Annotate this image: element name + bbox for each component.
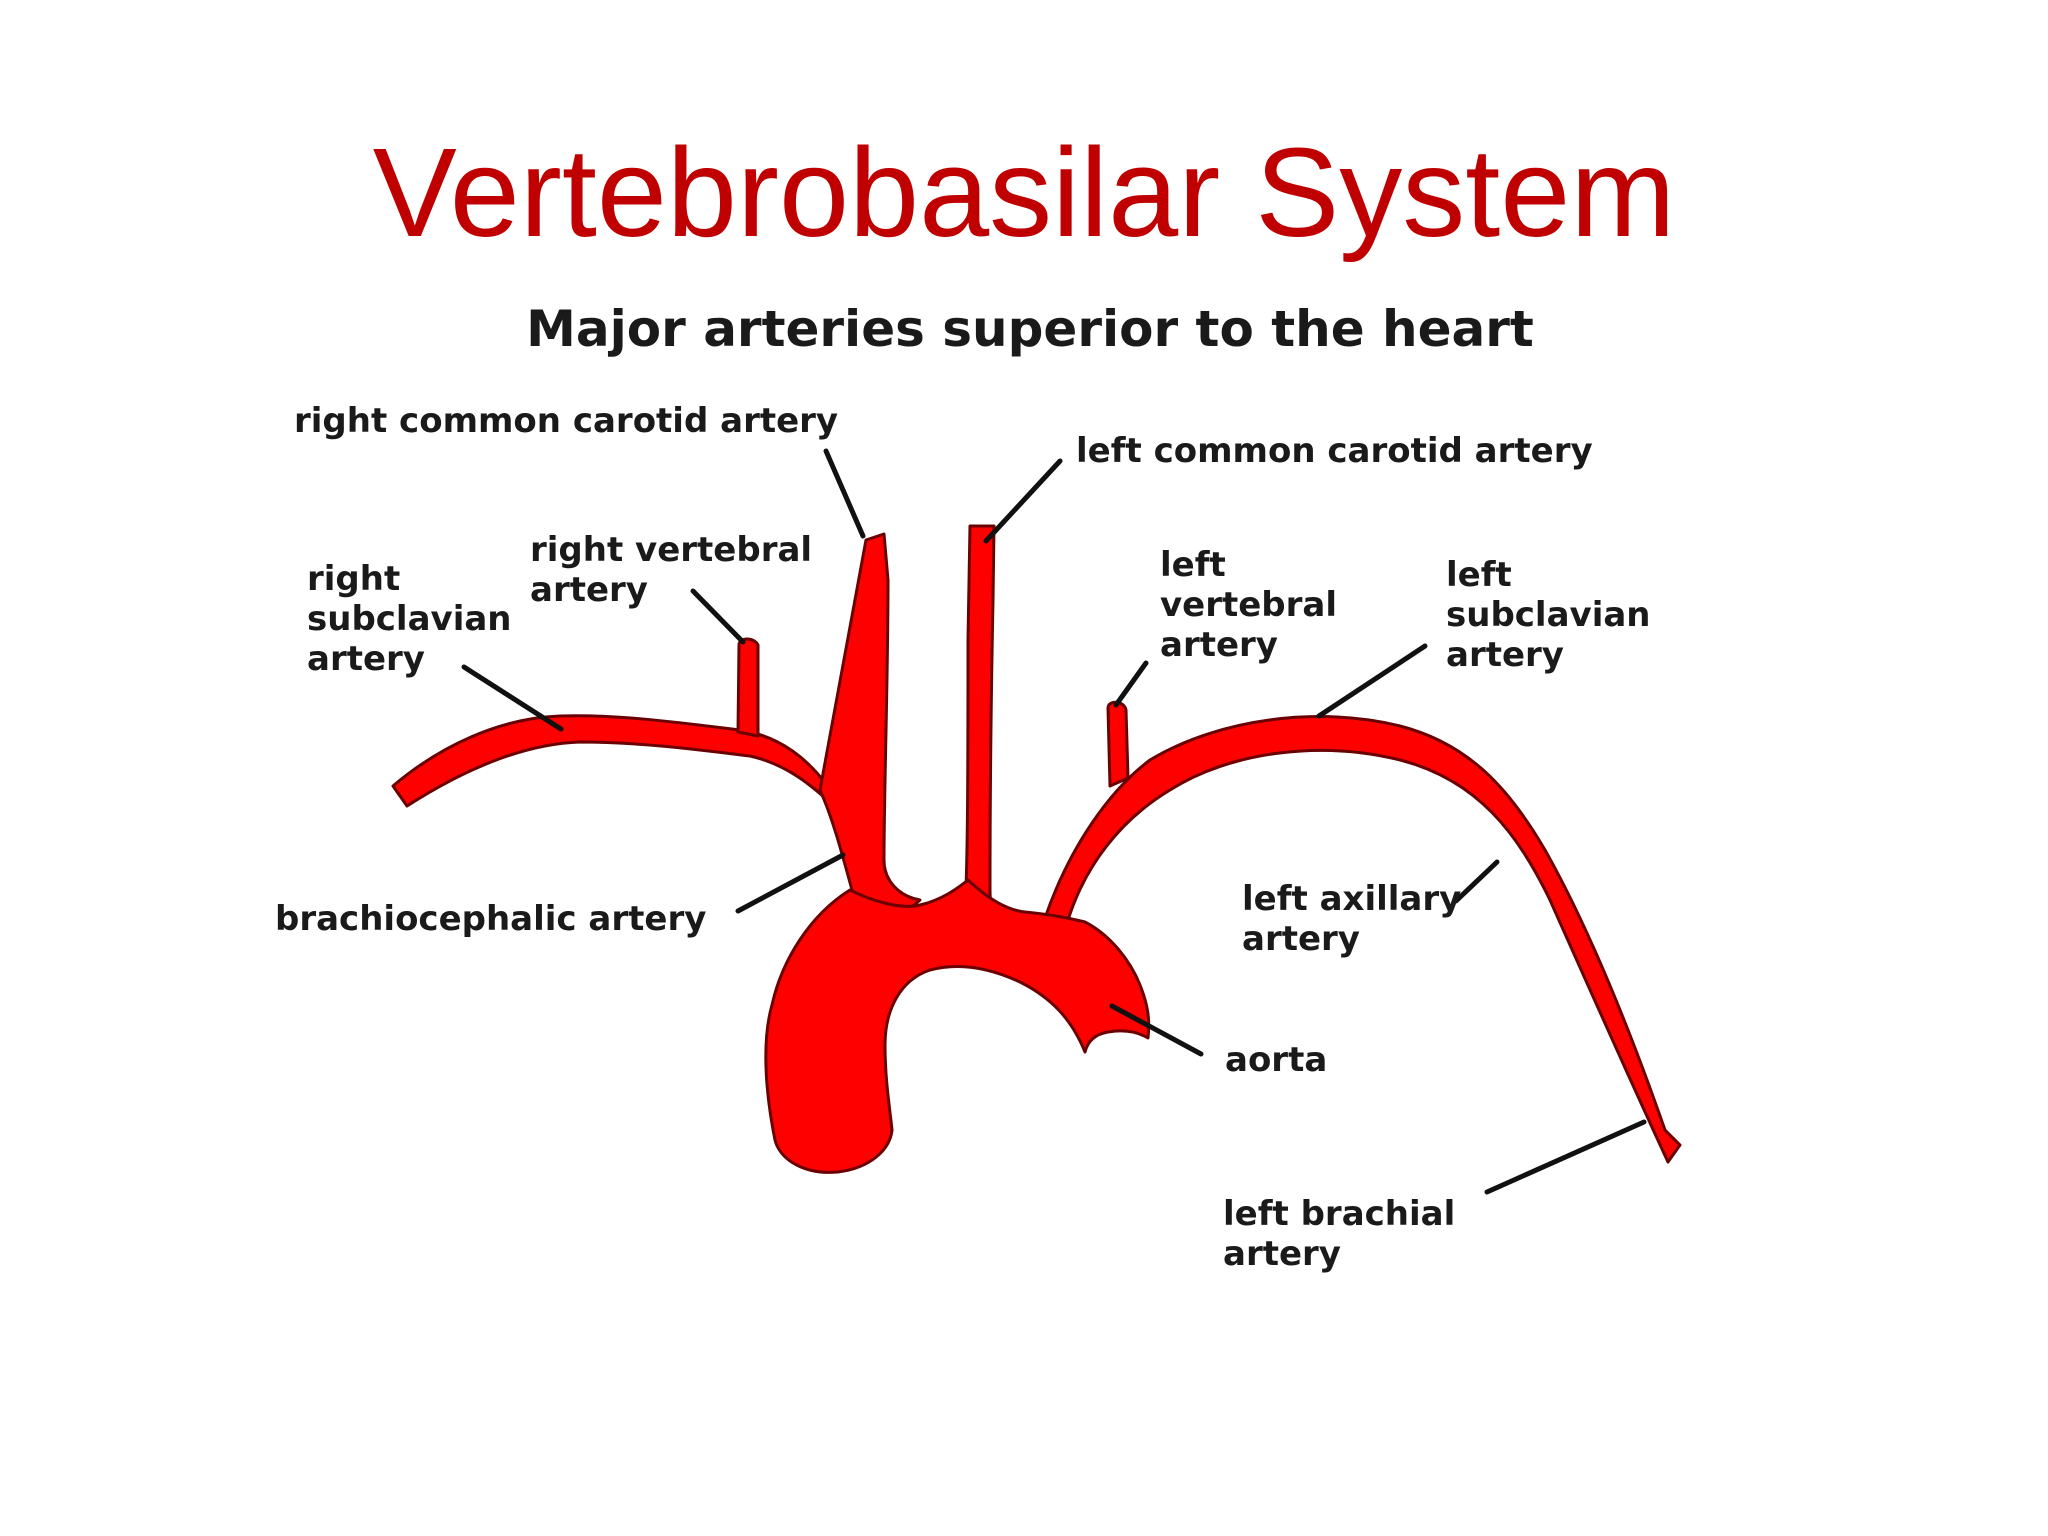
label-right-subclavian-artery: right subclavian artery — [307, 559, 523, 679]
left-common-carotid-artery-shape — [962, 524, 1002, 928]
leader-left-common-carotid — [983, 458, 1063, 544]
label-aorta: aorta — [1225, 1040, 1327, 1080]
slide-title: Vertebrobasilar System — [372, 122, 1676, 263]
label-left-vertebral-artery: left vertebral artery — [1160, 545, 1349, 665]
label-left-axillary-artery: left axillary artery — [1242, 879, 1473, 959]
diagram-title: Major arteries superior to the heart — [526, 300, 1534, 358]
leader-brachiocephalic — [735, 852, 846, 914]
leader-right-subclavian — [461, 664, 564, 732]
label-right-vertebral-artery: right vertebral artery — [530, 530, 824, 610]
label-right-common-carotid-artery: right common carotid artery — [294, 401, 838, 441]
artery-tree — [391, 524, 1682, 1174]
label-left-common-carotid-artery: left common carotid artery — [1076, 431, 1593, 471]
leader-lines — [461, 448, 1647, 1195]
leader-left-vertebral — [1113, 660, 1149, 708]
leader-left-axillary — [1453, 859, 1500, 904]
leader-right-common-carotid — [823, 448, 866, 539]
left-vertebral-artery-shape — [1106, 700, 1130, 788]
brachiocephalic-artery-shape — [818, 532, 922, 948]
label-brachiocephalic-artery: brachiocephalic artery — [275, 899, 706, 939]
artery-labels: right common carotid artery left common … — [275, 401, 1662, 1274]
label-left-subclavian-artery: left subclavian artery — [1446, 555, 1662, 675]
leader-right-vertebral — [690, 588, 746, 645]
leader-aorta — [1109, 1003, 1204, 1057]
right-vertebral-artery-shape — [736, 637, 760, 738]
label-left-brachial-artery: left brachial artery — [1223, 1194, 1467, 1274]
leader-left-subclavian — [1316, 643, 1428, 719]
left-subclavian-artery-shape — [1043, 715, 1682, 1164]
leader-left-brachial — [1484, 1119, 1647, 1195]
right-subclavian-artery-shape — [391, 714, 840, 812]
aorta-shape — [764, 878, 1151, 1174]
